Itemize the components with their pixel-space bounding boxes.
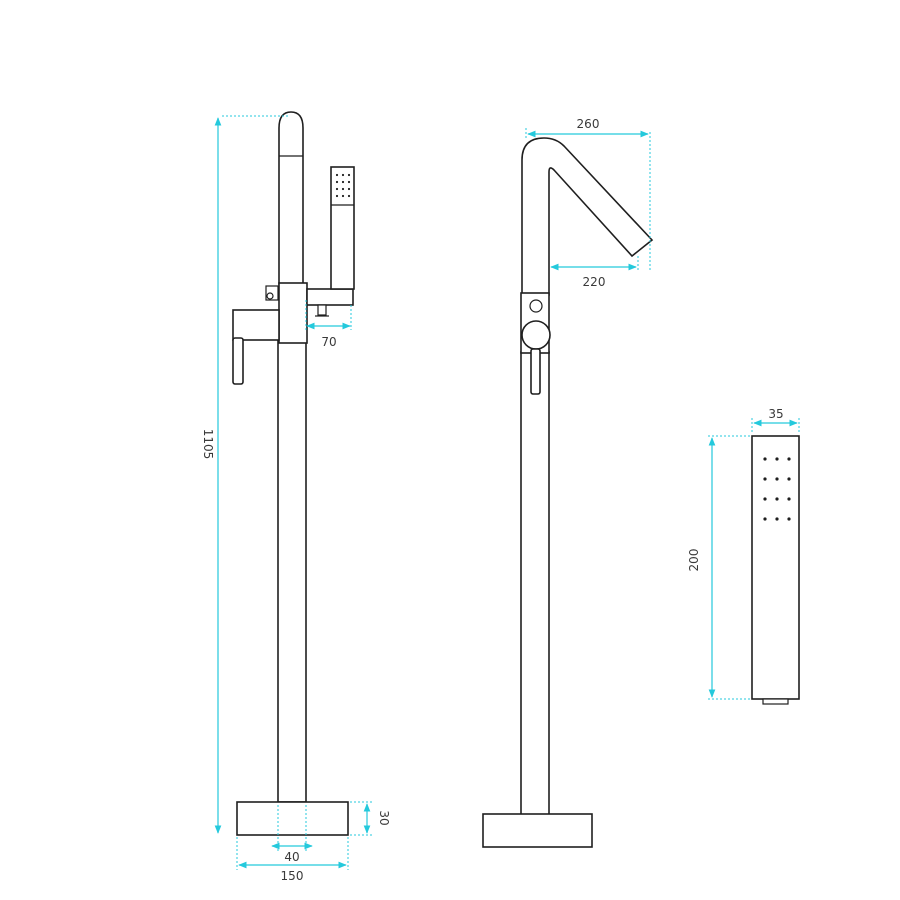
side-diverter-knob — [529, 299, 543, 313]
front-lever-stem — [232, 337, 244, 385]
front-hose-connector — [317, 304, 327, 316]
side-pipe — [520, 351, 550, 816]
side-spout — [521, 137, 654, 296]
front-diverter-dot — [266, 292, 274, 300]
dim-label-spout-reach-outer: 260 — [577, 117, 600, 131]
dim-label-base-height: 30 — [377, 810, 391, 825]
side-lever-stem — [530, 348, 541, 395]
front-lever-cap — [232, 309, 280, 341]
detail-handshower-nozzles — [763, 457, 791, 521]
dim-label-base-width: 150 — [281, 869, 304, 883]
dim-label-spout-reach-inner: 220 — [583, 275, 606, 289]
detail-handshower — [751, 435, 800, 700]
front-view — [232, 111, 355, 836]
front-dimensions: 1105 70 30 40 150 — [201, 115, 391, 883]
dim-label-handshower-width: 35 — [768, 407, 783, 421]
front-handshower — [330, 166, 355, 290]
front-pipe — [277, 339, 307, 803]
front-base-plate — [236, 801, 349, 836]
side-base-plate — [482, 813, 593, 848]
front-mixer-body — [278, 282, 308, 344]
dim-label-handshower-offset: 70 — [321, 335, 336, 349]
detail-handshower-cap — [762, 698, 789, 705]
side-lever-disc — [521, 320, 551, 350]
dim-label-total-height: 1105 — [201, 429, 215, 460]
side-view — [482, 137, 654, 848]
side-dimensions: 260 220 — [525, 117, 651, 289]
handshower-dimensions: 35 200 — [687, 407, 800, 700]
front-shower-arm — [306, 288, 354, 306]
front-holder-rod — [278, 111, 304, 285]
front-handshower-nozzles — [335, 173, 351, 198]
handshower-detail — [751, 435, 800, 705]
dim-label-pipe-diameter: 40 — [284, 850, 299, 864]
dim-label-handshower-length: 200 — [687, 549, 701, 572]
